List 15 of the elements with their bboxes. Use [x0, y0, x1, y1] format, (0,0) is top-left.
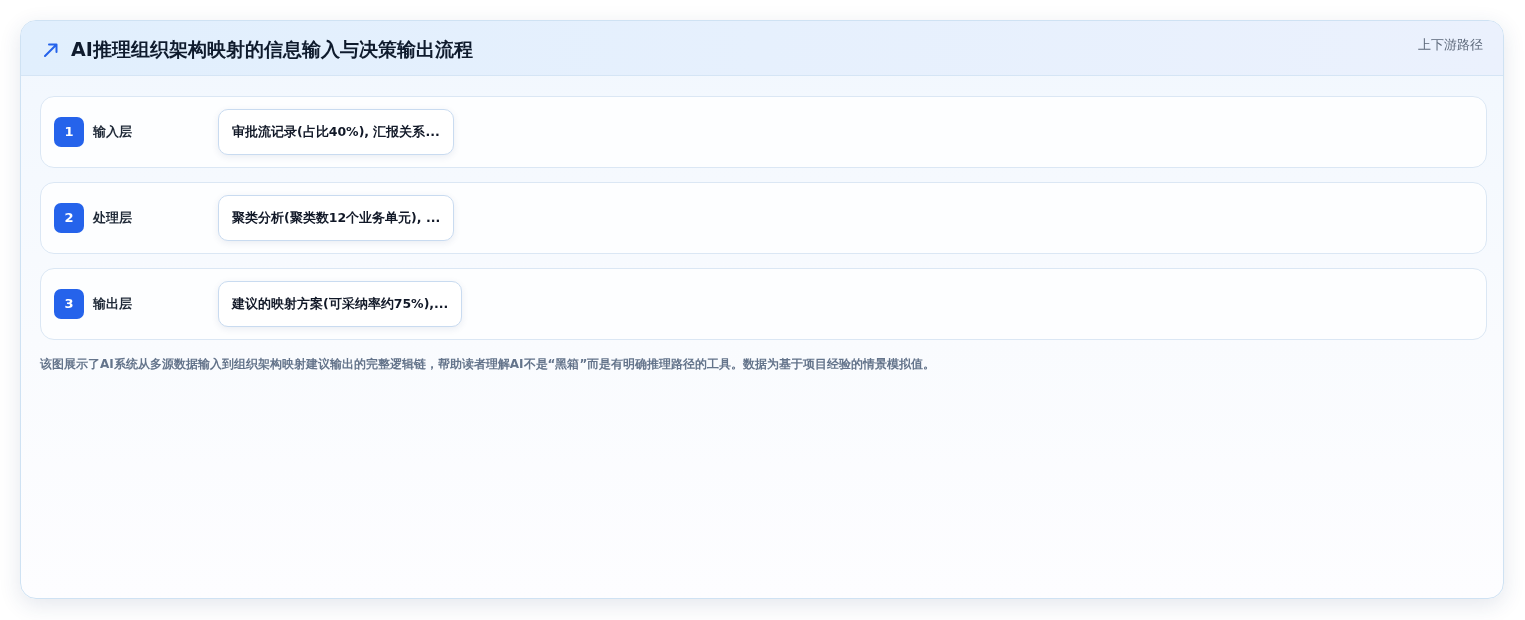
layer-summary-card: 审批流记录(占比40%), 汇报关系...	[218, 109, 454, 155]
header-tag: 上下游路径	[1418, 36, 1483, 54]
layer-summary-card: 聚类分析(聚类数12个业务单元), ...	[218, 195, 455, 241]
layer-label: 输出层	[93, 295, 132, 313]
step-number: 3	[54, 289, 84, 319]
step-number: 1	[54, 117, 84, 147]
step-number: 2	[54, 203, 84, 233]
layer-summary-card: 建议的映射方案(可采纳率约75%),...	[218, 281, 463, 327]
caption-text: 该图展示了AI系统从多源数据输入到组织架构映射建议输出的完整逻辑链，帮助读者理解AI不是“黑箱”而是有明确推理路径的工具。数据为基于项目经验的情景模拟值。	[40, 356, 936, 373]
layer-row	[40, 182, 1487, 254]
diagram-title: AI推理组织架构映射的信息输入与决策输出流程	[71, 37, 473, 62]
layer-row	[40, 268, 1487, 340]
layer-label: 处理层	[93, 209, 132, 227]
layer-label: 输入层	[93, 123, 132, 141]
layer-row	[40, 96, 1487, 168]
